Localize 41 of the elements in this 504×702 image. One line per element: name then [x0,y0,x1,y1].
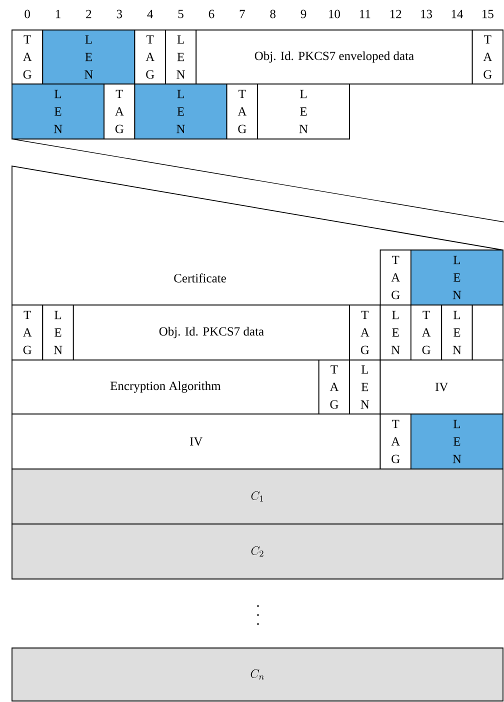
field-cell: L E N [42,304,74,360]
bit-number: 15 [482,10,494,18]
field-cell: T A G [380,414,412,470]
bit-number: 13 [421,10,432,18]
field-cell: T A G [104,84,136,140]
field-cell: L E N [410,250,504,306]
bit-number: 10 [329,10,340,18]
ciphertext-block: $C_n$ [12,648,504,702]
field-cell: L E N [380,304,412,360]
ciphertext-block: $C_2$ [12,524,504,580]
bit-number: 7 [240,10,245,18]
bit-number: 6 [208,10,214,18]
bit-number: 8 [270,10,276,18]
field-cell: T A G [380,250,412,306]
field-cell: L E N [42,30,136,84]
field-cell: L E N [441,304,473,360]
ciphertext-block: $C_1$ [12,468,504,524]
bit-number: 4 [147,10,154,18]
bit-number: 14 [452,10,464,18]
field-cell: L E N [12,84,104,140]
bit-number: 2 [86,10,92,18]
field-cell: T A G [472,30,504,84]
field-cell: T A G [134,30,166,84]
bit-number: 3 [116,10,122,18]
field-cell: T A G [410,304,442,360]
field-cell: L E N [164,30,197,84]
field-cell: T A G [318,360,350,414]
field-cell: T A G [12,30,44,84]
bit-number: 9 [300,10,306,18]
field-cell: T A G [226,84,258,140]
field-cell: T A G [349,304,381,360]
bit-number: 12 [390,10,402,18]
field-cell: L E N [349,360,381,414]
bit-number: 0 [24,10,30,18]
empty-cell [472,304,504,360]
bit-number: 1 [56,10,60,18]
field-cell: T A G [12,304,44,360]
bit-number: 5 [178,10,184,18]
field-cell: L E N [410,414,504,470]
field-cell: L E N [134,84,228,140]
bit-number: 11 [360,10,370,18]
